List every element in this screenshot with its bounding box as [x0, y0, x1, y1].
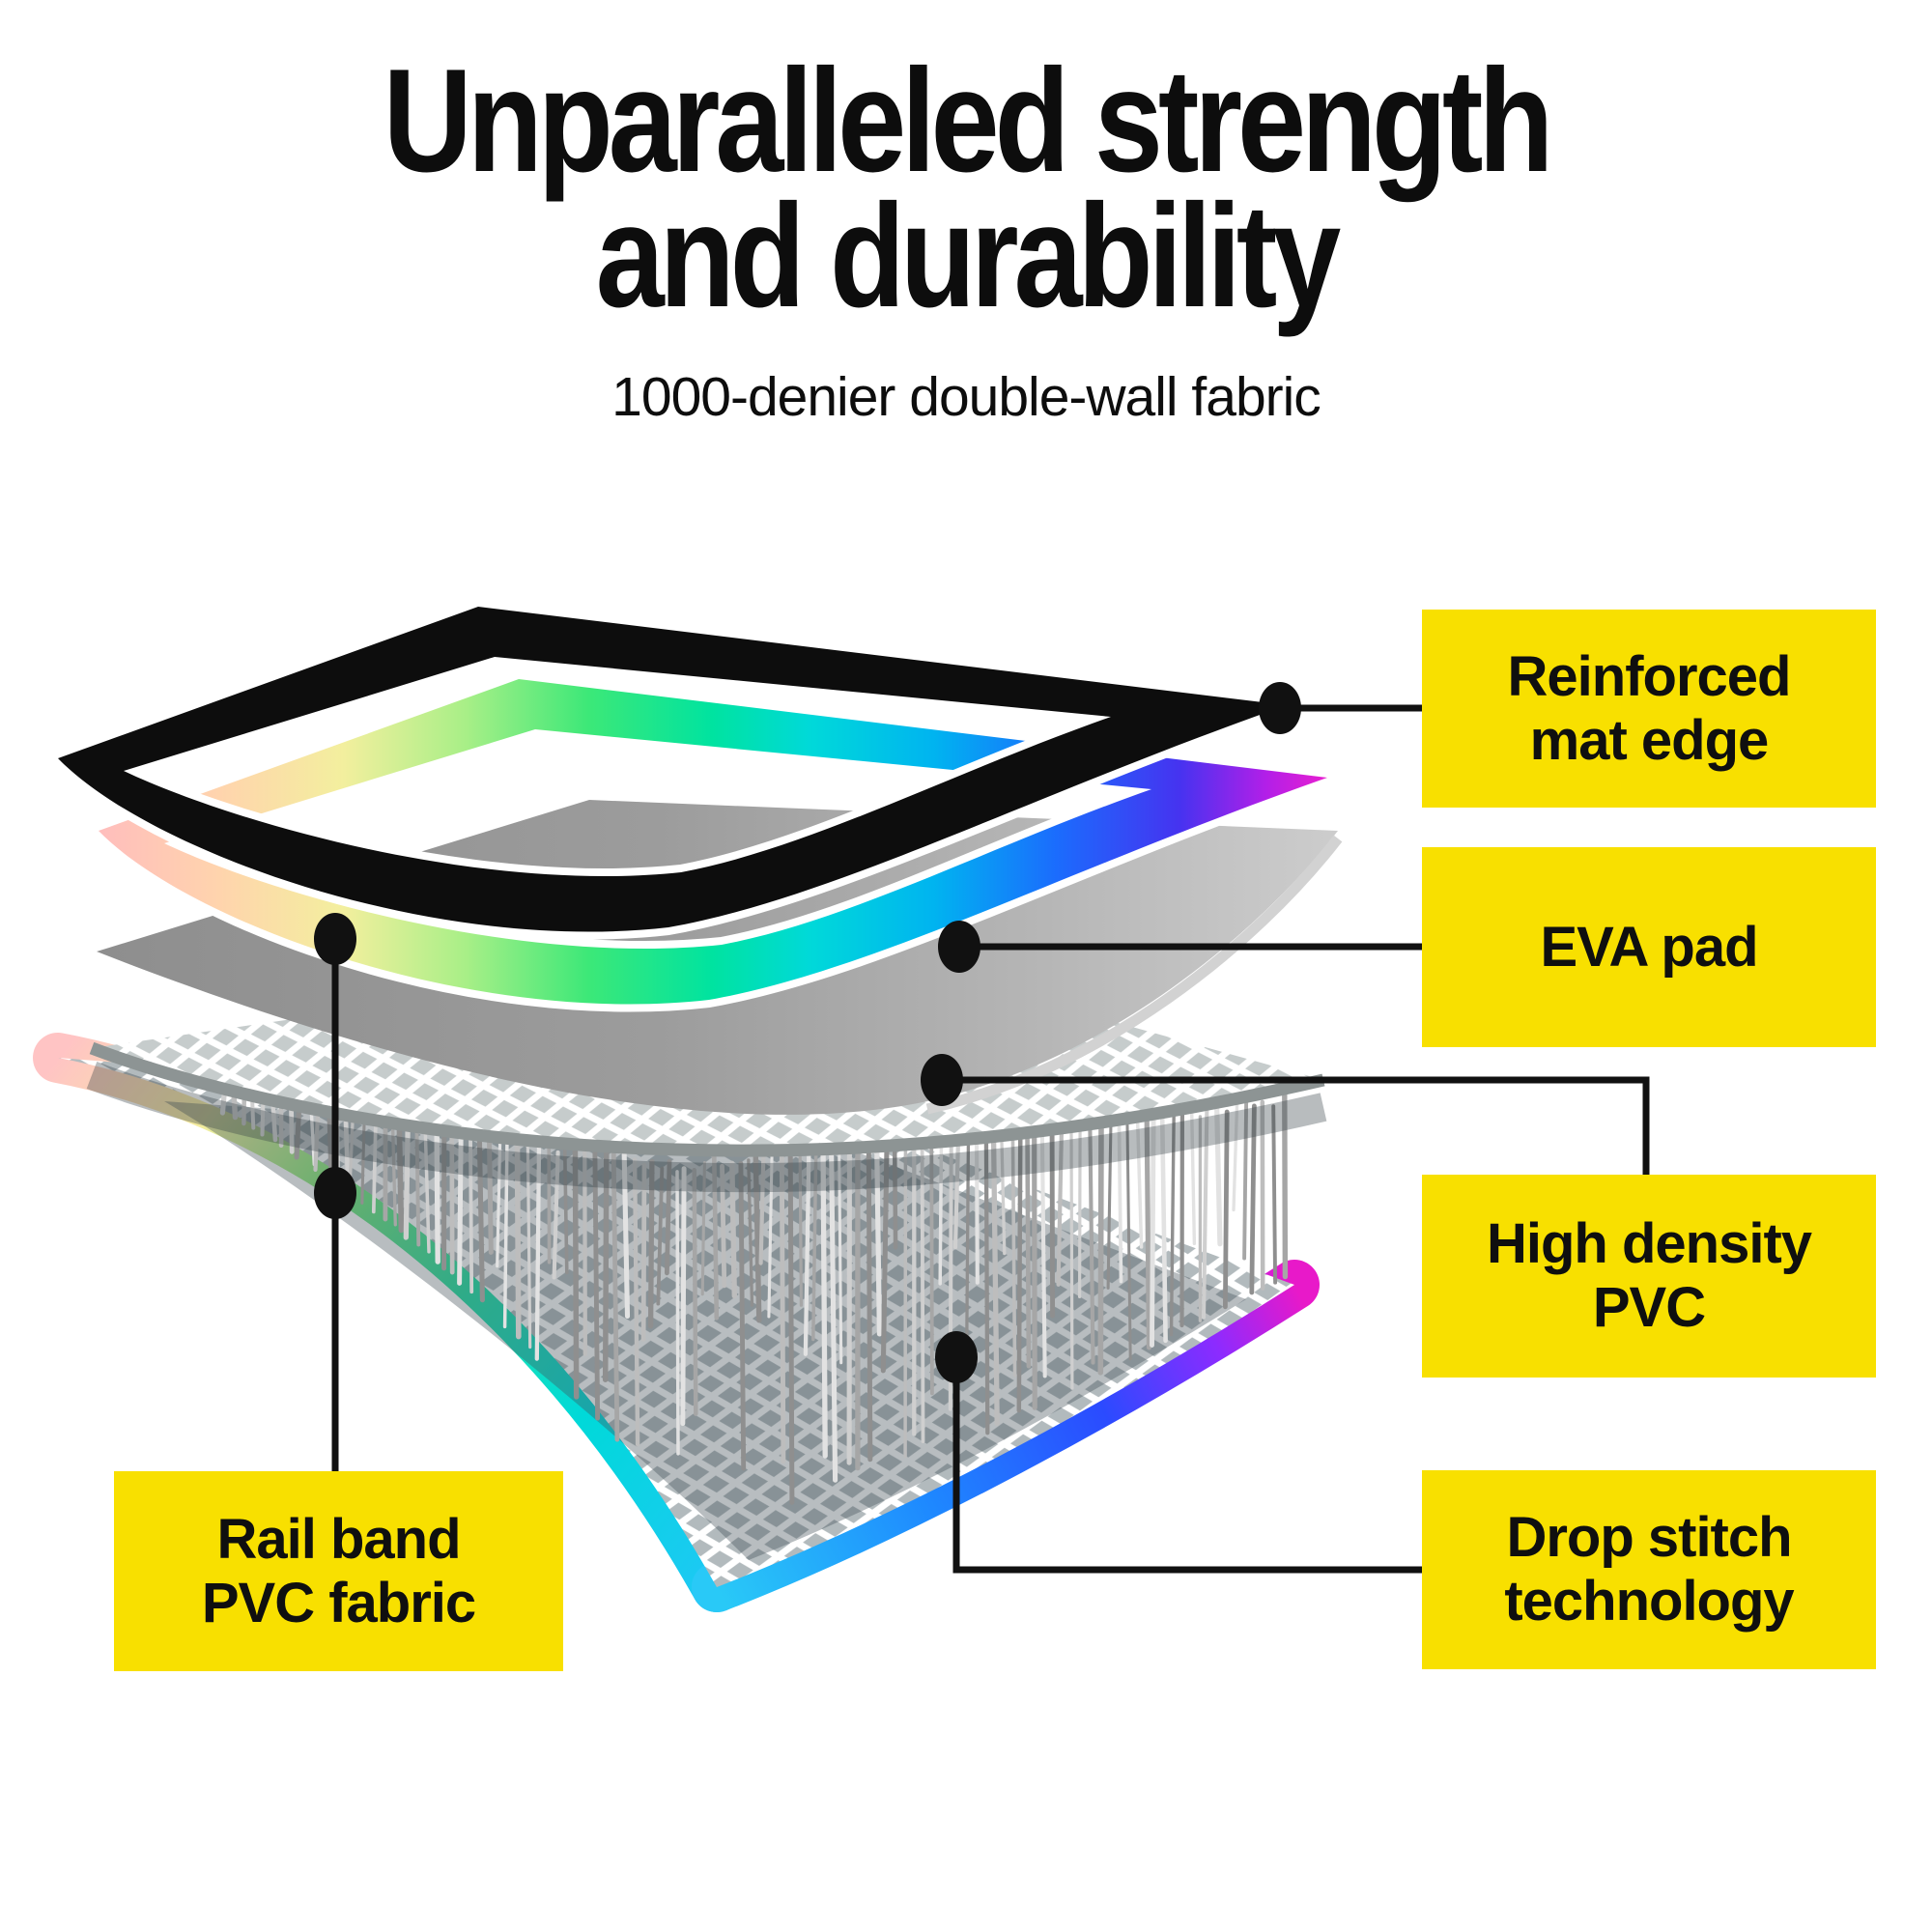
- label-eva-pad: EVA pad: [1422, 847, 1876, 1047]
- label-drop-stitch: Drop stitch technology: [1422, 1470, 1876, 1669]
- label-text: PVC: [1592, 1276, 1706, 1339]
- connector-dot: [314, 913, 356, 965]
- title-line-2: and durability: [595, 174, 1342, 338]
- label-reinforced-mat-edge: Reinforced mat edge: [1422, 610, 1876, 808]
- connector-dot: [1259, 682, 1301, 734]
- label-high-density-pvc: High density PVC: [1422, 1175, 1876, 1378]
- page-title: Unparalleled strength and durability: [0, 39, 1932, 338]
- label-text: mat edge: [1529, 708, 1770, 772]
- connector-dot: [938, 921, 980, 973]
- connector-dropstitch-line: [952, 1357, 1422, 1574]
- label-text: PVC fabric: [201, 1571, 476, 1634]
- connector-pvc-line: [942, 1076, 1650, 1175]
- label-text: technology: [1504, 1570, 1794, 1633]
- subtitle: 1000-denier double-wall fabric: [611, 366, 1321, 428]
- label-rail-band: Rail band PVC fabric: [114, 1471, 563, 1671]
- label-text: Drop stitch: [1506, 1506, 1792, 1570]
- sheet-shadow: [86, 1061, 1327, 1193]
- connectors: [314, 682, 1650, 1574]
- label-text: EVA pad: [1540, 915, 1758, 979]
- reinforced-edge-layer: [43, 598, 1290, 940]
- connector-dot: [935, 1331, 978, 1383]
- label-text: High density: [1486, 1212, 1812, 1276]
- label-text: Reinforced: [1507, 644, 1792, 708]
- label-text: Rail band: [216, 1507, 461, 1571]
- title-line-1: Unparalleled strength: [383, 39, 1554, 203]
- connector-dot: [314, 1167, 356, 1219]
- connector-dot: [921, 1054, 963, 1106]
